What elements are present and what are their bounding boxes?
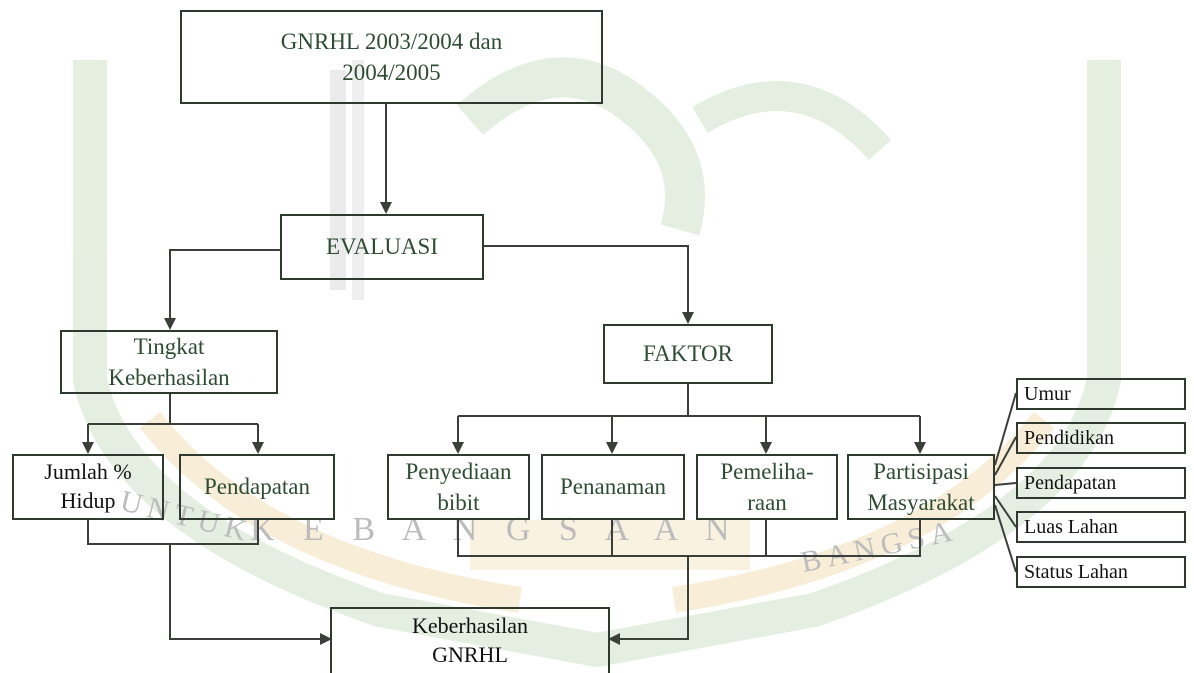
box-faktor-label: FAKTOR	[643, 341, 733, 367]
box-pendapatan: Pendapatan	[179, 454, 335, 520]
connector-left-bracket	[87, 520, 259, 545]
side-item-pendidikan-label: Pendidikan	[1024, 426, 1114, 449]
connector-to-umur	[994, 392, 1017, 466]
box-faktor: FAKTOR	[603, 324, 773, 384]
connector-evaluasi-tingkat	[164, 249, 280, 330]
side-item-luas-lahan: Luas Lahan	[1016, 511, 1186, 543]
side-item-status-lahan: Status Lahan	[1016, 556, 1186, 588]
connector-to-pendidikan	[994, 436, 1017, 476]
box-keberhasilan-gnrhl-label: Keberhasilan GNRHL	[411, 613, 529, 667]
box-pemeliharaan: Pemeliha- raan	[696, 454, 838, 520]
box-jumlah-hidup-label: Jumlah % Hidup	[44, 459, 132, 513]
box-pemeliharaan-label: Pemeliha- raan	[720, 458, 814, 515]
emblem-book-base	[470, 520, 750, 570]
connector-left-to-bottom	[169, 544, 332, 645]
side-item-pendapatan: Pendapatan	[1016, 467, 1186, 499]
box-tingkat-keberhasilan-label: Tingkat Keberhasilan	[108, 333, 230, 390]
connector-right-bracket	[457, 520, 921, 557]
box-penanaman-label: Penanaman	[559, 474, 666, 500]
box-evaluasi: EVALUASI	[280, 214, 484, 280]
connector-to-luas-lahan	[994, 495, 1017, 528]
box-evaluasi-label: EVALUASI	[325, 234, 439, 260]
box-jumlah-hidup: Jumlah % Hidup	[12, 454, 164, 520]
box-tingkat-keberhasilan: Tingkat Keberhasilan	[60, 330, 278, 394]
side-item-pendapatan-label: Pendapatan	[1024, 471, 1117, 494]
watermark-text-mid: K E B A N G S A A N	[250, 511, 739, 548]
box-penanaman: Penanaman	[541, 454, 685, 520]
side-item-status-lahan-label: Status Lahan	[1024, 560, 1128, 583]
connector-to-side-pendapatan	[994, 482, 1017, 486]
box-penyediaan-bibit-label: Penyediaan bibit	[405, 458, 512, 515]
box-keberhasilan-gnrhl: Keberhasilan GNRHL	[330, 607, 610, 673]
box-gnrhl-period: GNRHL 2003/2004 dan 2004/2005	[180, 10, 603, 104]
connector-to-status-lahan	[994, 504, 1017, 573]
box-gnrhl-period-label: GNRHL 2003/2004 dan 2004/2005	[280, 28, 503, 85]
emblem-pillar	[330, 70, 346, 290]
emblem-shield-outline	[73, 60, 1121, 668]
connector-right-to-bottom	[608, 556, 689, 645]
emblem-wreath-right	[672, 411, 1055, 613]
side-item-umur-label: Umur	[1024, 382, 1071, 405]
emblem-figure-left	[692, 81, 892, 161]
connector-evaluasi-faktor	[484, 245, 694, 324]
emblem-pillar	[352, 60, 364, 300]
side-item-pendidikan: Pendidikan	[1016, 422, 1186, 454]
side-item-luas-lahan-label: Luas Lahan	[1024, 515, 1118, 538]
box-partisipasi-masyarakat: Partisipasi Masyarakat	[847, 454, 995, 520]
box-penyediaan-bibit: Penyediaan bibit	[387, 454, 530, 520]
emblem-figure-right	[456, 57, 705, 236]
box-pendapatan-label: Pendapatan	[203, 474, 310, 500]
box-partisipasi-masyarakat-label: Partisipasi Masyarakat	[867, 458, 975, 515]
side-item-umur: Umur	[1016, 378, 1186, 410]
